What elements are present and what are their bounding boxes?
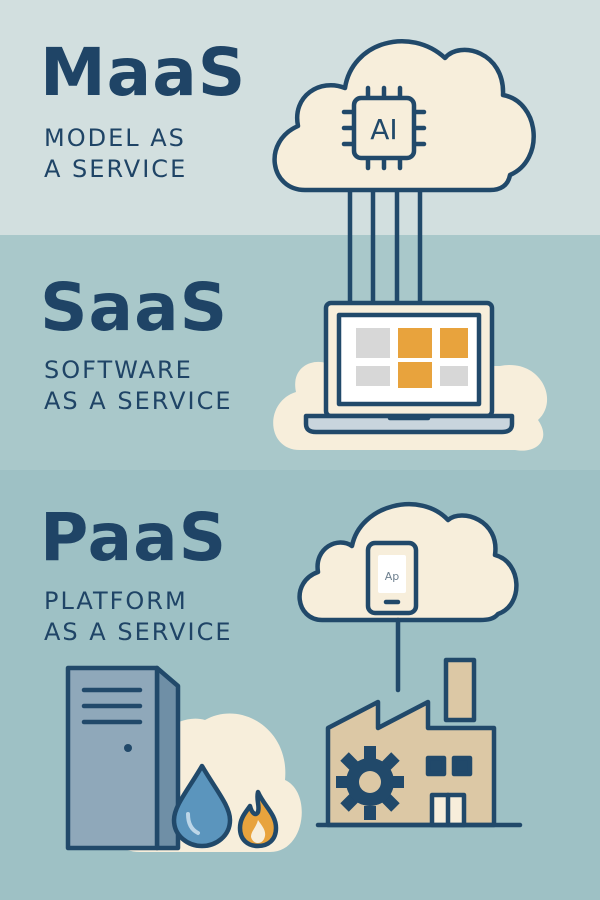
tablet-icon: Ap (365, 540, 419, 616)
gear-icon (336, 746, 404, 820)
saas-subtitle-line-2: AS A SERVICE (44, 387, 233, 415)
maas-title: MaaS (40, 34, 247, 111)
tablet-app-label: Ap (385, 570, 400, 583)
saas-subtitle-line-1: SOFTWARE (44, 356, 193, 384)
saas-title: SaaS (40, 269, 229, 346)
paas-subtitle-line-1: PLATFORM (44, 587, 188, 615)
server-tower-icon (65, 665, 181, 851)
maas-subtitle: MODEL AS A SERVICE (44, 123, 187, 185)
paas-subtitle: PLATFORM AS A SERVICE (44, 586, 233, 648)
flame-icon (237, 789, 279, 849)
maas-subtitle-line-1: MODEL AS (44, 124, 186, 152)
saas-subtitle: SOFTWARE AS A SERVICE (44, 355, 233, 417)
water-drop-icon (171, 763, 233, 849)
paas-title: PaaS (40, 499, 228, 576)
maas-subtitle-line-2: A SERVICE (44, 155, 188, 183)
chip-label: AI (370, 113, 397, 146)
paas-subtitle-line-2: AS A SERVICE (44, 618, 233, 646)
ai-chip-icon: AI (341, 85, 427, 171)
app-grid-icon (356, 328, 468, 388)
